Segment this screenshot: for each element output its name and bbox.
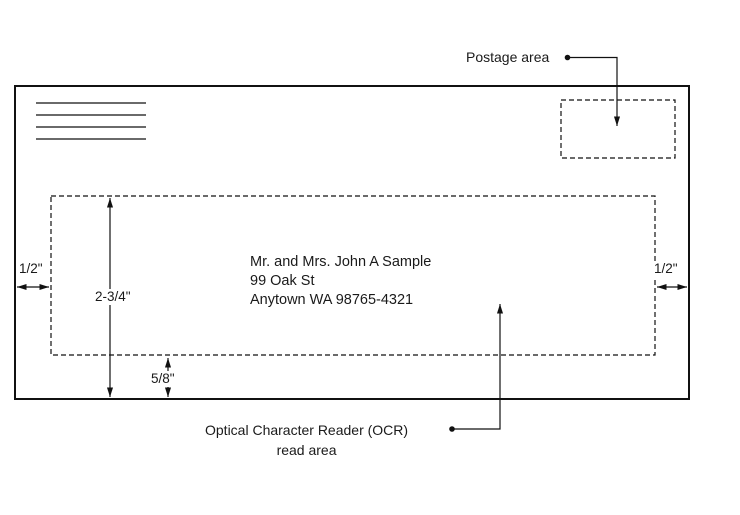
address-line-2: 99 Oak St — [250, 273, 315, 289]
postage-leader-arrow — [564, 54, 621, 126]
postage-area-label: Postage area — [466, 49, 550, 65]
address-line-3: Anytown WA 98765-4321 — [250, 292, 414, 308]
ocr-read-area-label: Optical Character Reader (OCR) read area — [205, 420, 408, 460]
ocr-label-line-1: Optical Character Reader (OCR) — [205, 422, 409, 438]
envelope-outline — [14, 85, 690, 400]
right-margin-measurement: 1/2" — [652, 261, 680, 277]
address-line-1: Mr. and Mrs. John A Sample — [250, 254, 432, 270]
delivery-address: Mr. and Mrs. John A Sample 99 Oak St Any… — [250, 253, 431, 310]
ocr-label-line-2: read area — [276, 442, 337, 458]
ocr-height-measurement: 2-3/4" — [93, 289, 133, 305]
left-margin-measurement: 1/2" — [17, 261, 45, 277]
bottom-margin-measurement: 5/8" — [149, 371, 177, 387]
postage-area-box — [560, 99, 676, 159]
ocr-leader-arrow — [449, 304, 504, 432]
return-address-lines — [36, 102, 146, 140]
